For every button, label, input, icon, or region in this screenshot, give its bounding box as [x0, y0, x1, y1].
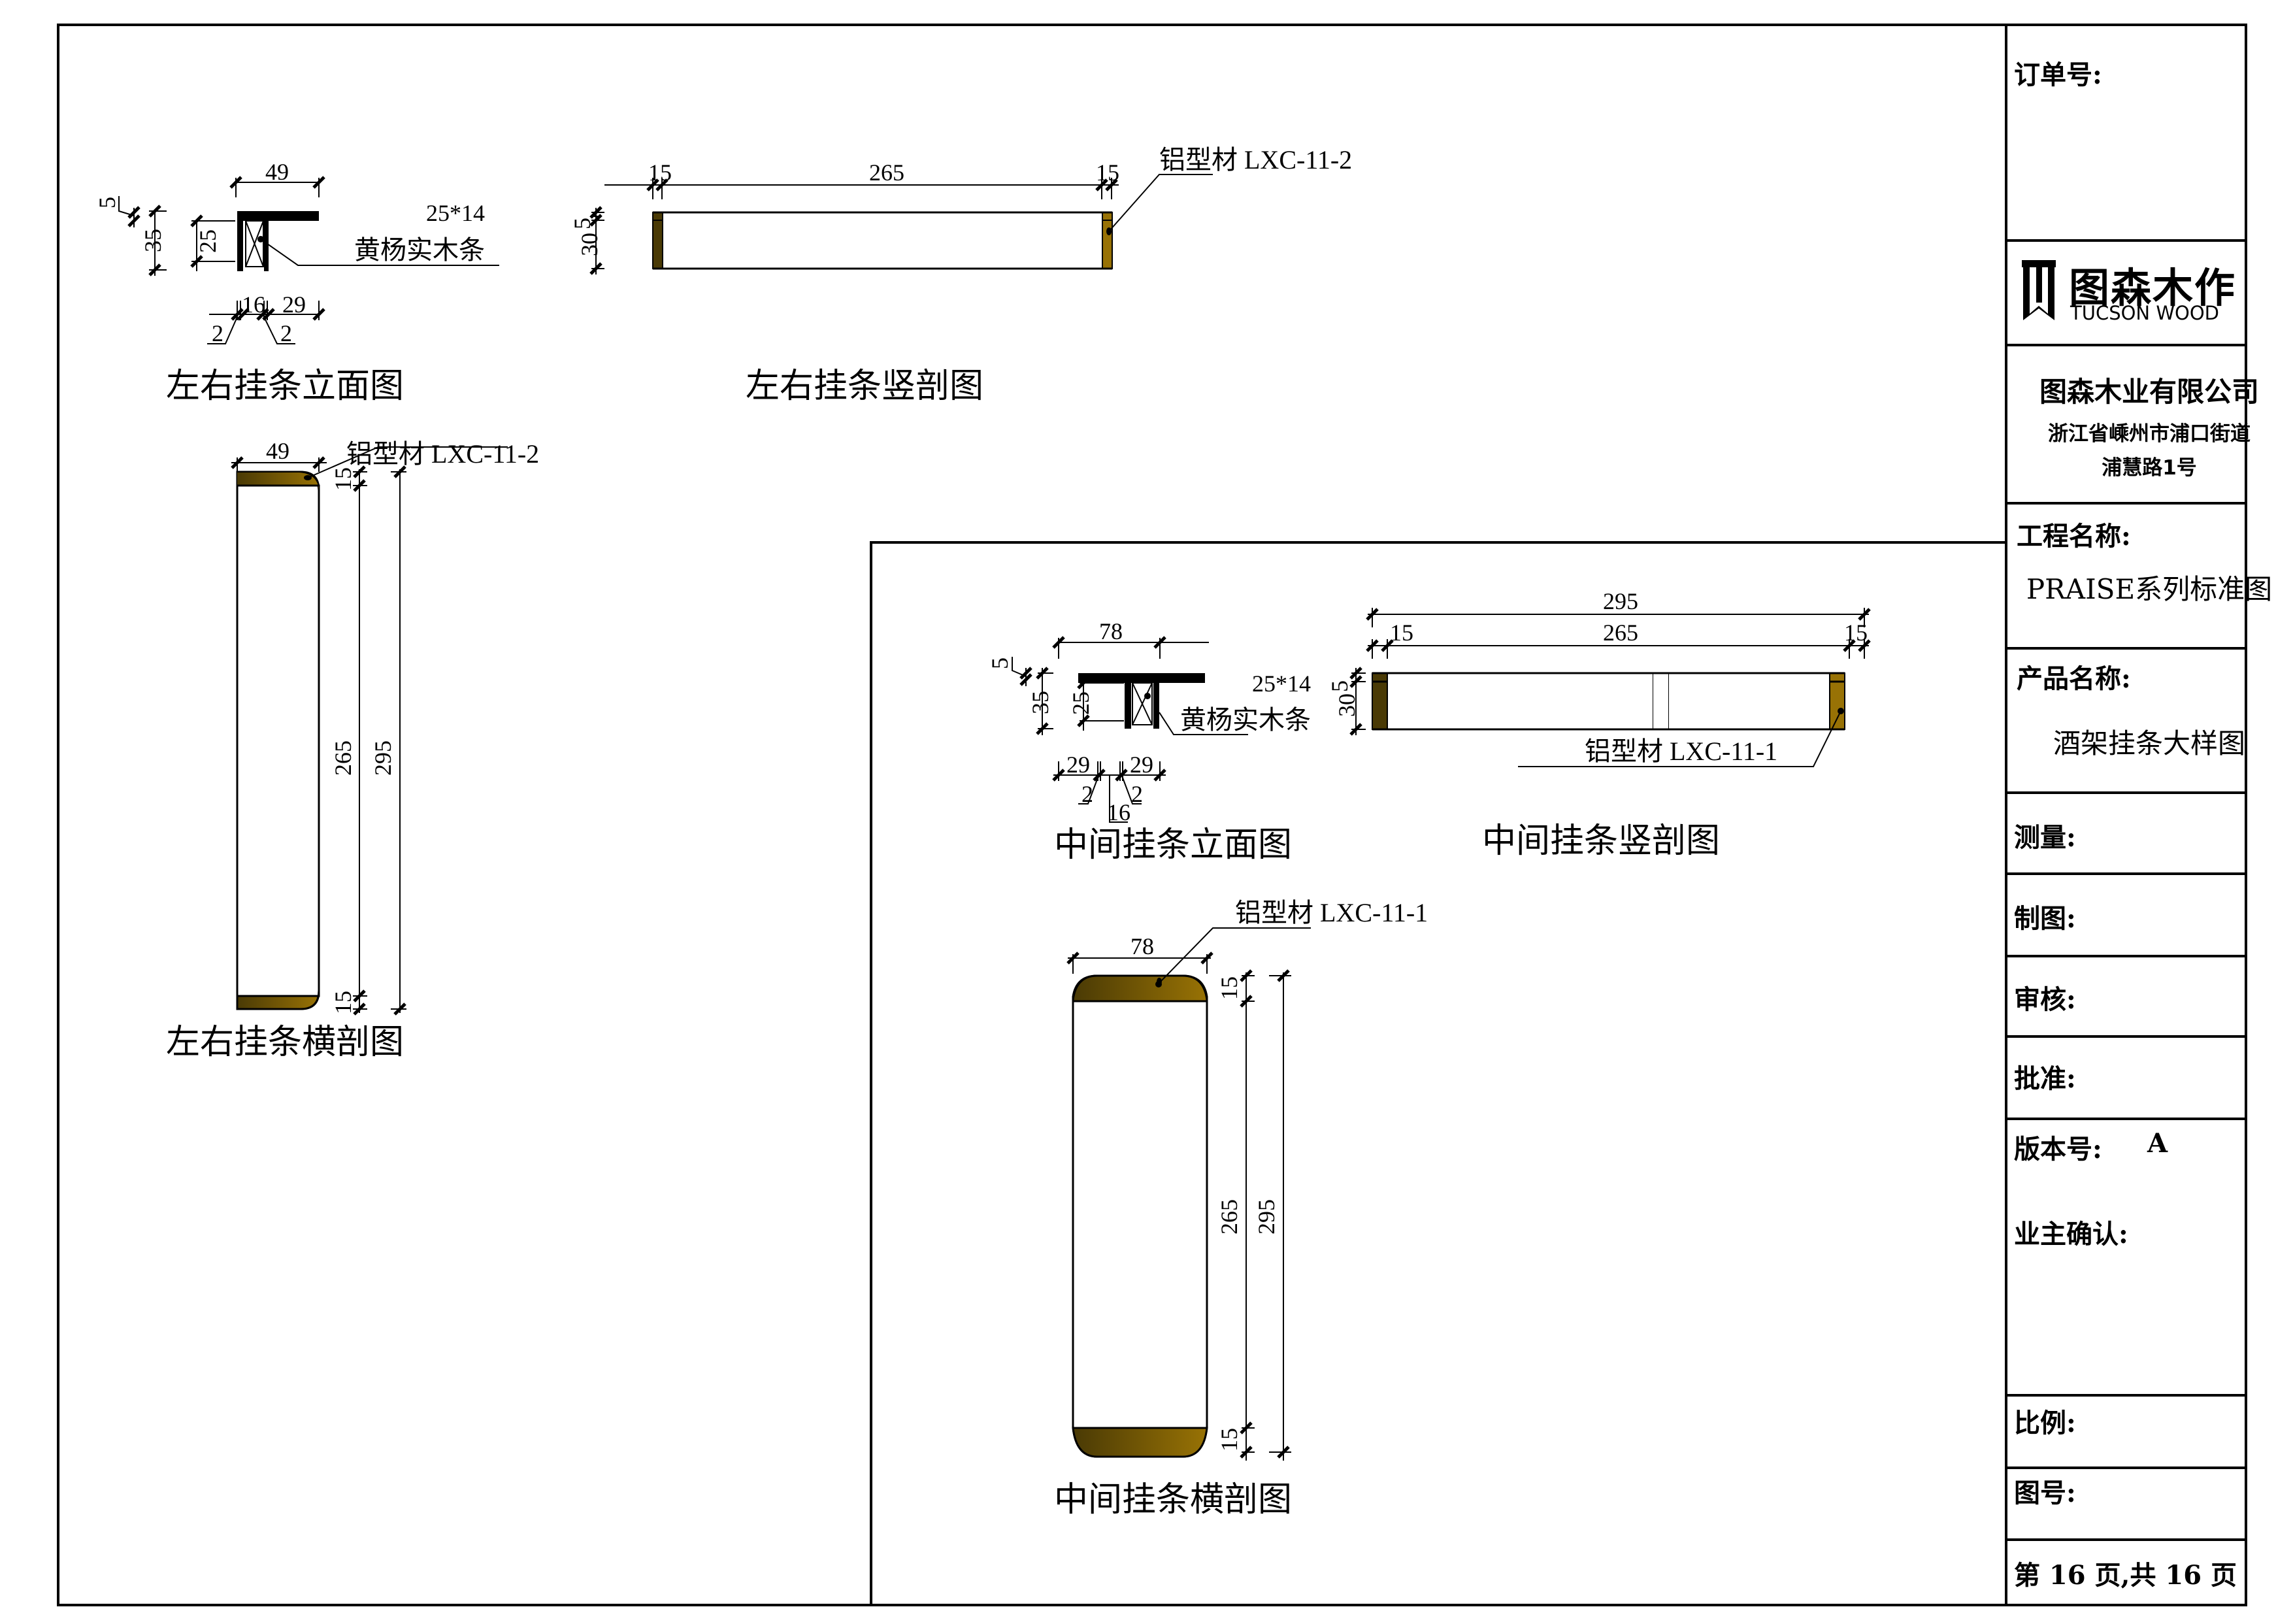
- owner-confirm-label: 业主确认:: [2014, 1219, 2128, 1250]
- mid-elev-wood-w-dim: 16: [1107, 799, 1130, 825]
- mid-elev-right-w-dim: 29: [1130, 752, 1153, 778]
- lr-elev-width-dim: 49: [265, 159, 289, 185]
- drawing-number-label: 图号:: [2014, 1478, 2076, 1508]
- page-info-cell: 第 16 页,共 16 页: [2006, 1540, 2292, 1605]
- mid-vsec-height-dim: 30: [1334, 693, 1360, 717]
- tucson-logo-icon: [2022, 260, 2056, 320]
- company-address-line2: 浦慧路1号: [2102, 456, 2197, 480]
- lr-vsec-height-dim: 30: [576, 233, 602, 256]
- project-name-label: 工程名称:: [2017, 521, 2131, 552]
- product-name-label: 产品名称:: [2017, 663, 2131, 694]
- company-cell: 图森木业有限公司 浙江省嵊州市浦口街道 浦慧路1号: [2006, 345, 2292, 503]
- mid-horizontal-section-drawing: [1068, 927, 1311, 1461]
- lr-hsec-total-dim: 295: [370, 740, 396, 776]
- mid-elev-left-w-dim: 29: [1066, 752, 1090, 778]
- brand-cell: 图森木作 TUCSON WOOD: [2006, 240, 2292, 345]
- owner-confirm-cell: 业主确认:: [2006, 1206, 2292, 1395]
- lr-elev-wood-h-dim: 25: [195, 229, 221, 253]
- company-name: 图森木业有限公司: [2039, 376, 2259, 408]
- lr-elev-right-gap-dim: 2: [280, 320, 292, 346]
- brand-name-cn: 图森木作: [2069, 264, 2237, 312]
- order-number-cell: 订单号:: [2006, 25, 2292, 240]
- lr-elevation-title: 左右挂条立面图: [166, 368, 404, 405]
- mid-vertical-section-drawing: [1351, 608, 1870, 767]
- drawing-number-cell: 图号:: [2006, 1468, 2292, 1540]
- lr-vsec-middle-dim: 265: [869, 159, 904, 186]
- mid-hsec-middle-dim: 265: [1216, 1199, 1242, 1235]
- lr-elev-right-w-dim: 29: [282, 291, 306, 318]
- mid-hsec-width-dim: 78: [1130, 933, 1154, 959]
- lr-hsec-bottom-dim: 15: [330, 991, 356, 1014]
- company-address-line1: 浙江省嵊州市浦口街道: [2048, 422, 2251, 446]
- lr-hsec-top-dim: 15: [330, 467, 356, 491]
- lr-hsec-material-label: 铝型材 LXC-11-2: [346, 439, 539, 469]
- mid-hsec-bottom-dim: 15: [1216, 1428, 1242, 1451]
- scale-cell: 比例:: [2006, 1395, 2292, 1468]
- lr-elev-top-dim: 5: [94, 197, 120, 208]
- mid-elevation-title: 中间挂条立面图: [1054, 827, 1292, 864]
- mid-vsec-total-dim: 295: [1603, 588, 1638, 614]
- mid-vsec-right-dim: 15: [1844, 620, 1868, 646]
- survey-label: 测量:: [2014, 822, 2076, 853]
- mid-elev-material-label: 黄杨实木条: [1180, 705, 1311, 735]
- mid-elev-width-dim: 78: [1099, 618, 1123, 644]
- lr-vsec-right-dim: 15: [1096, 159, 1119, 186]
- mid-elevation-drawing: [1012, 637, 1248, 823]
- version-cell: 版本号: A: [2006, 1119, 2292, 1206]
- outer-frame: [57, 24, 2247, 1606]
- mid-elev-wood-h-dim: 25: [1068, 691, 1094, 715]
- lr-elev-wood-w-dim: 16: [242, 291, 265, 318]
- mid-vsec-top-dim: 5: [1327, 680, 1353, 692]
- lr-elev-height-dim: 35: [140, 229, 166, 252]
- review-label: 审核:: [2014, 984, 2076, 1015]
- version-value: A: [2147, 1128, 2168, 1159]
- lr-hsec-width-dim: 49: [266, 438, 289, 464]
- lr-hsec-middle-dim: 265: [330, 740, 356, 776]
- lr-vsec-material-label: 铝型材 LXC-11-2: [1159, 145, 1352, 174]
- drafting-label: 制图:: [2014, 903, 2076, 934]
- lr-elev-left-gap-dim: 2: [212, 320, 223, 346]
- mid-hsec-top-dim: 15: [1216, 976, 1242, 1000]
- lr-horizontal-section-drawing: [231, 446, 508, 1014]
- title-block-grid: [2006, 239, 2246, 1541]
- mid-elev-top-dim: 5: [987, 657, 1013, 669]
- approval-label: 批准:: [2014, 1063, 2076, 1094]
- review-cell: 审核:: [2006, 956, 2292, 1036]
- scale-label: 比例:: [2014, 1408, 2076, 1438]
- page-info: 第 16 页,共 16 页: [2014, 1560, 2237, 1591]
- drafting-cell: 制图:: [2006, 874, 2292, 956]
- mid-elev-spec-label: 25*14: [1252, 671, 1311, 697]
- approval-cell: 批准:: [2006, 1036, 2292, 1119]
- lr-elev-spec-label: 25*14: [426, 200, 485, 226]
- lr-elev-material-label: 黄杨实木条: [354, 235, 485, 265]
- version-label: 版本号:: [2014, 1134, 2102, 1165]
- project-name-value: PRAISE系列标准图: [2026, 573, 2273, 605]
- project-cell: 工程名称: PRAISE系列标准图: [2006, 503, 2292, 648]
- lr-vertical-section-drawing: [591, 174, 1213, 274]
- order-number-label: 订单号:: [2014, 59, 2102, 90]
- lr-vsec-left-dim: 15: [648, 159, 672, 186]
- product-cell: 产品名称: 酒架挂条大样图: [2006, 648, 2292, 793]
- mid-vsec-middle-dim: 265: [1603, 620, 1638, 646]
- mid-vertical-section-title: 中间挂条竖剖图: [1482, 823, 1720, 860]
- lr-vsec-top-dim: 5: [569, 218, 595, 229]
- brand-name-en: TUCSON WOOD: [2070, 302, 2219, 324]
- mid-hsec-total-dim: 295: [1253, 1199, 1279, 1235]
- lr-horizontal-section-title: 左右挂条横剖图: [166, 1024, 404, 1061]
- lr-vertical-section-title: 左右挂条竖剖图: [746, 368, 983, 405]
- mid-horizontal-section-title: 中间挂条横剖图: [1054, 1482, 1292, 1519]
- mid-elev-right-gap-dim: 2: [1131, 781, 1143, 807]
- lr-elevation-drawing: [118, 177, 499, 344]
- mid-vsec-left-dim: 15: [1390, 620, 1413, 646]
- product-name-value: 酒架挂条大样图: [2053, 727, 2245, 759]
- mid-elev-left-gap-dim: 2: [1081, 781, 1093, 807]
- inner-frame: [870, 541, 2006, 1605]
- survey-cell: 测量:: [2006, 793, 2292, 874]
- mid-vsec-material-label: 铝型材 LXC-11-1: [1585, 737, 1777, 766]
- mid-hsec-material-label: 铝型材 LXC-11-1: [1235, 898, 1428, 927]
- mid-elev-height-dim: 35: [1027, 691, 1053, 714]
